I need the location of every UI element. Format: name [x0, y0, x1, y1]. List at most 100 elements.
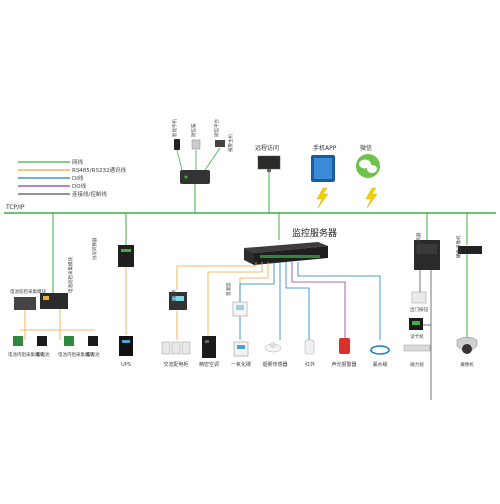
smoke-sensor-top: [270, 342, 276, 348]
sms-modem-icon: [191, 139, 201, 150]
label-resistance-module-2: 电池内阻采集模块: [58, 351, 94, 358]
server-distribution: [176, 262, 381, 340]
mobile-app-screen: [314, 158, 332, 179]
converter-led-icon: [121, 249, 131, 252]
link-aircon: [207, 262, 263, 335]
label-exit-button: 出门按钮: [410, 306, 428, 313]
label-siren: 声光报警器: [331, 361, 356, 368]
co-sensor-screen: [237, 345, 245, 349]
link-monitor: [204, 147, 221, 171]
wechat-bubble-a: [359, 159, 371, 169]
legend-label-control: 连接线/控制线: [72, 190, 107, 198]
mobile-app: 手机APP: [311, 144, 337, 209]
card-reader-led: [412, 321, 420, 325]
battery-module-left-icon: [14, 297, 36, 310]
nvr-icon: [458, 246, 482, 254]
resistance-module-icon-2: [64, 336, 74, 346]
lower-devices: UPS 交流配电柜 精密空调 一氧化碳 烟雾传感器 红外 声光报警器 漏水绳: [119, 336, 390, 368]
access-and-video: 门禁控制器 硬盘录像机 出门按钮 读卡机 磁力锁 摄像机: [403, 213, 482, 400]
link-meter: [176, 262, 257, 290]
ups-panel: [122, 340, 130, 343]
resistance-module-icon-1: [13, 336, 23, 346]
wechat: 微信: [356, 144, 380, 209]
label-smartphone: 智能手机: [171, 119, 178, 137]
label-battery-2: 蓄电池: [86, 351, 100, 358]
monitor-icon: [215, 140, 225, 147]
label-sms-platform: 短信平台: [213, 119, 220, 137]
legend-label-network: 网线: [72, 158, 84, 166]
label-precision-aircon: 精密空调: [199, 361, 219, 368]
label-ups: UPS: [121, 362, 131, 368]
battery-icon-2: [88, 336, 98, 346]
remote-access: 远程访问: [255, 144, 281, 213]
camera-lens: [462, 344, 472, 354]
monitoring-server: 监控服务器: [244, 213, 337, 265]
battery-icon-1: [37, 336, 47, 346]
link-co: [239, 262, 275, 340]
label-camera: 摄像机: [460, 361, 474, 368]
label-mag-lock: 磁力锁: [410, 361, 424, 368]
aircon-panel: [205, 340, 209, 343]
protocol-converter: 协议转换器: [91, 213, 134, 335]
smartphone-icon: [174, 139, 180, 150]
pc-monitor-icon: [257, 155, 281, 170]
link-leak: [297, 262, 381, 340]
server-top-icon: [244, 242, 328, 253]
battery-module-right-icon: [40, 293, 68, 309]
server-ports-icon: [260, 255, 320, 258]
converter-icon: [118, 245, 134, 267]
door-controller-panel: [417, 244, 437, 254]
label-server: 监控服务器: [292, 227, 337, 239]
label-smoke-sensor: 烟雾传感器: [262, 361, 287, 368]
ac-cabinet-icon-3: [181, 341, 191, 355]
battery-module-right-label-plate: [43, 296, 49, 300]
label-sms-modem: 短信猫: [190, 123, 197, 137]
label-leak-rope: 漏水绳: [372, 361, 387, 368]
link-phone: [176, 149, 183, 171]
mag-lock-icon: [403, 344, 431, 352]
tcpip-label: TCP/IP: [5, 204, 25, 211]
label-battery-module-right: 电池巡检采集模块: [67, 257, 74, 293]
precision-aircon-icon: [202, 336, 216, 358]
power-meter-screen: [172, 296, 184, 301]
label-alarm-host: 报警主机: [227, 134, 234, 152]
top-small-devices: 智能手机 短信猫 短信平台 报警主机: [171, 119, 234, 213]
label-card-reader: 读卡机: [410, 333, 424, 340]
siren-icon: [339, 338, 350, 354]
ac-cabinet-icon-2: [171, 341, 181, 355]
label-converter: 协议转换器: [91, 237, 98, 260]
lightning-icon-wechat: [365, 187, 378, 209]
exit-button-icon: [411, 291, 427, 304]
label-power-meter: 电量仪: [170, 289, 177, 303]
label-infrared: 红外: [305, 361, 315, 368]
link-siren: [291, 262, 346, 340]
label-battery-module-left: 电池巡检采集模块: [10, 288, 46, 295]
label-resistance-module-1: 电池内阻采集模块: [8, 351, 44, 358]
ups-icon: [119, 336, 133, 356]
label-wechat: 微信: [360, 144, 372, 152]
wechat-bubble-b: [367, 165, 377, 173]
label-mobile-app: 手机APP: [313, 144, 337, 152]
legend-label-rs485: RS485/RS232通讯线: [72, 166, 126, 174]
temp-humidity-screen: [236, 305, 244, 310]
legend: 网线 RS485/RS232通讯线 DI线 DO线 连接线/控制线: [18, 158, 126, 198]
battery-monitoring: 电池巡检采集模块 电池巡检采集模块 电池内阻采集模块 蓄电池 电池内阻采集模块 …: [8, 213, 100, 358]
gateway-led: [184, 175, 188, 179]
link-temp: [239, 262, 269, 300]
pc-stand-icon: [267, 169, 271, 172]
server-side-icon: [244, 248, 254, 265]
gateway-device-icon: [180, 170, 210, 184]
leak-rope-icon: [370, 345, 390, 355]
label-battery-1: 蓄电池: [36, 351, 50, 358]
infrared-sensor-icon: [304, 339, 315, 355]
legend-label-di: DI线: [72, 174, 84, 182]
label-temp-humidity: 温湿度: [225, 282, 232, 296]
label-remote-access: 远程访问: [255, 144, 279, 152]
legend-label-do: DO线: [72, 182, 87, 190]
label-door-controller: 门禁控制器: [415, 232, 422, 255]
link-infrared: [285, 262, 310, 340]
label-co-sensor: 一氧化碳: [231, 361, 251, 368]
lightning-icon-app: [316, 187, 329, 209]
